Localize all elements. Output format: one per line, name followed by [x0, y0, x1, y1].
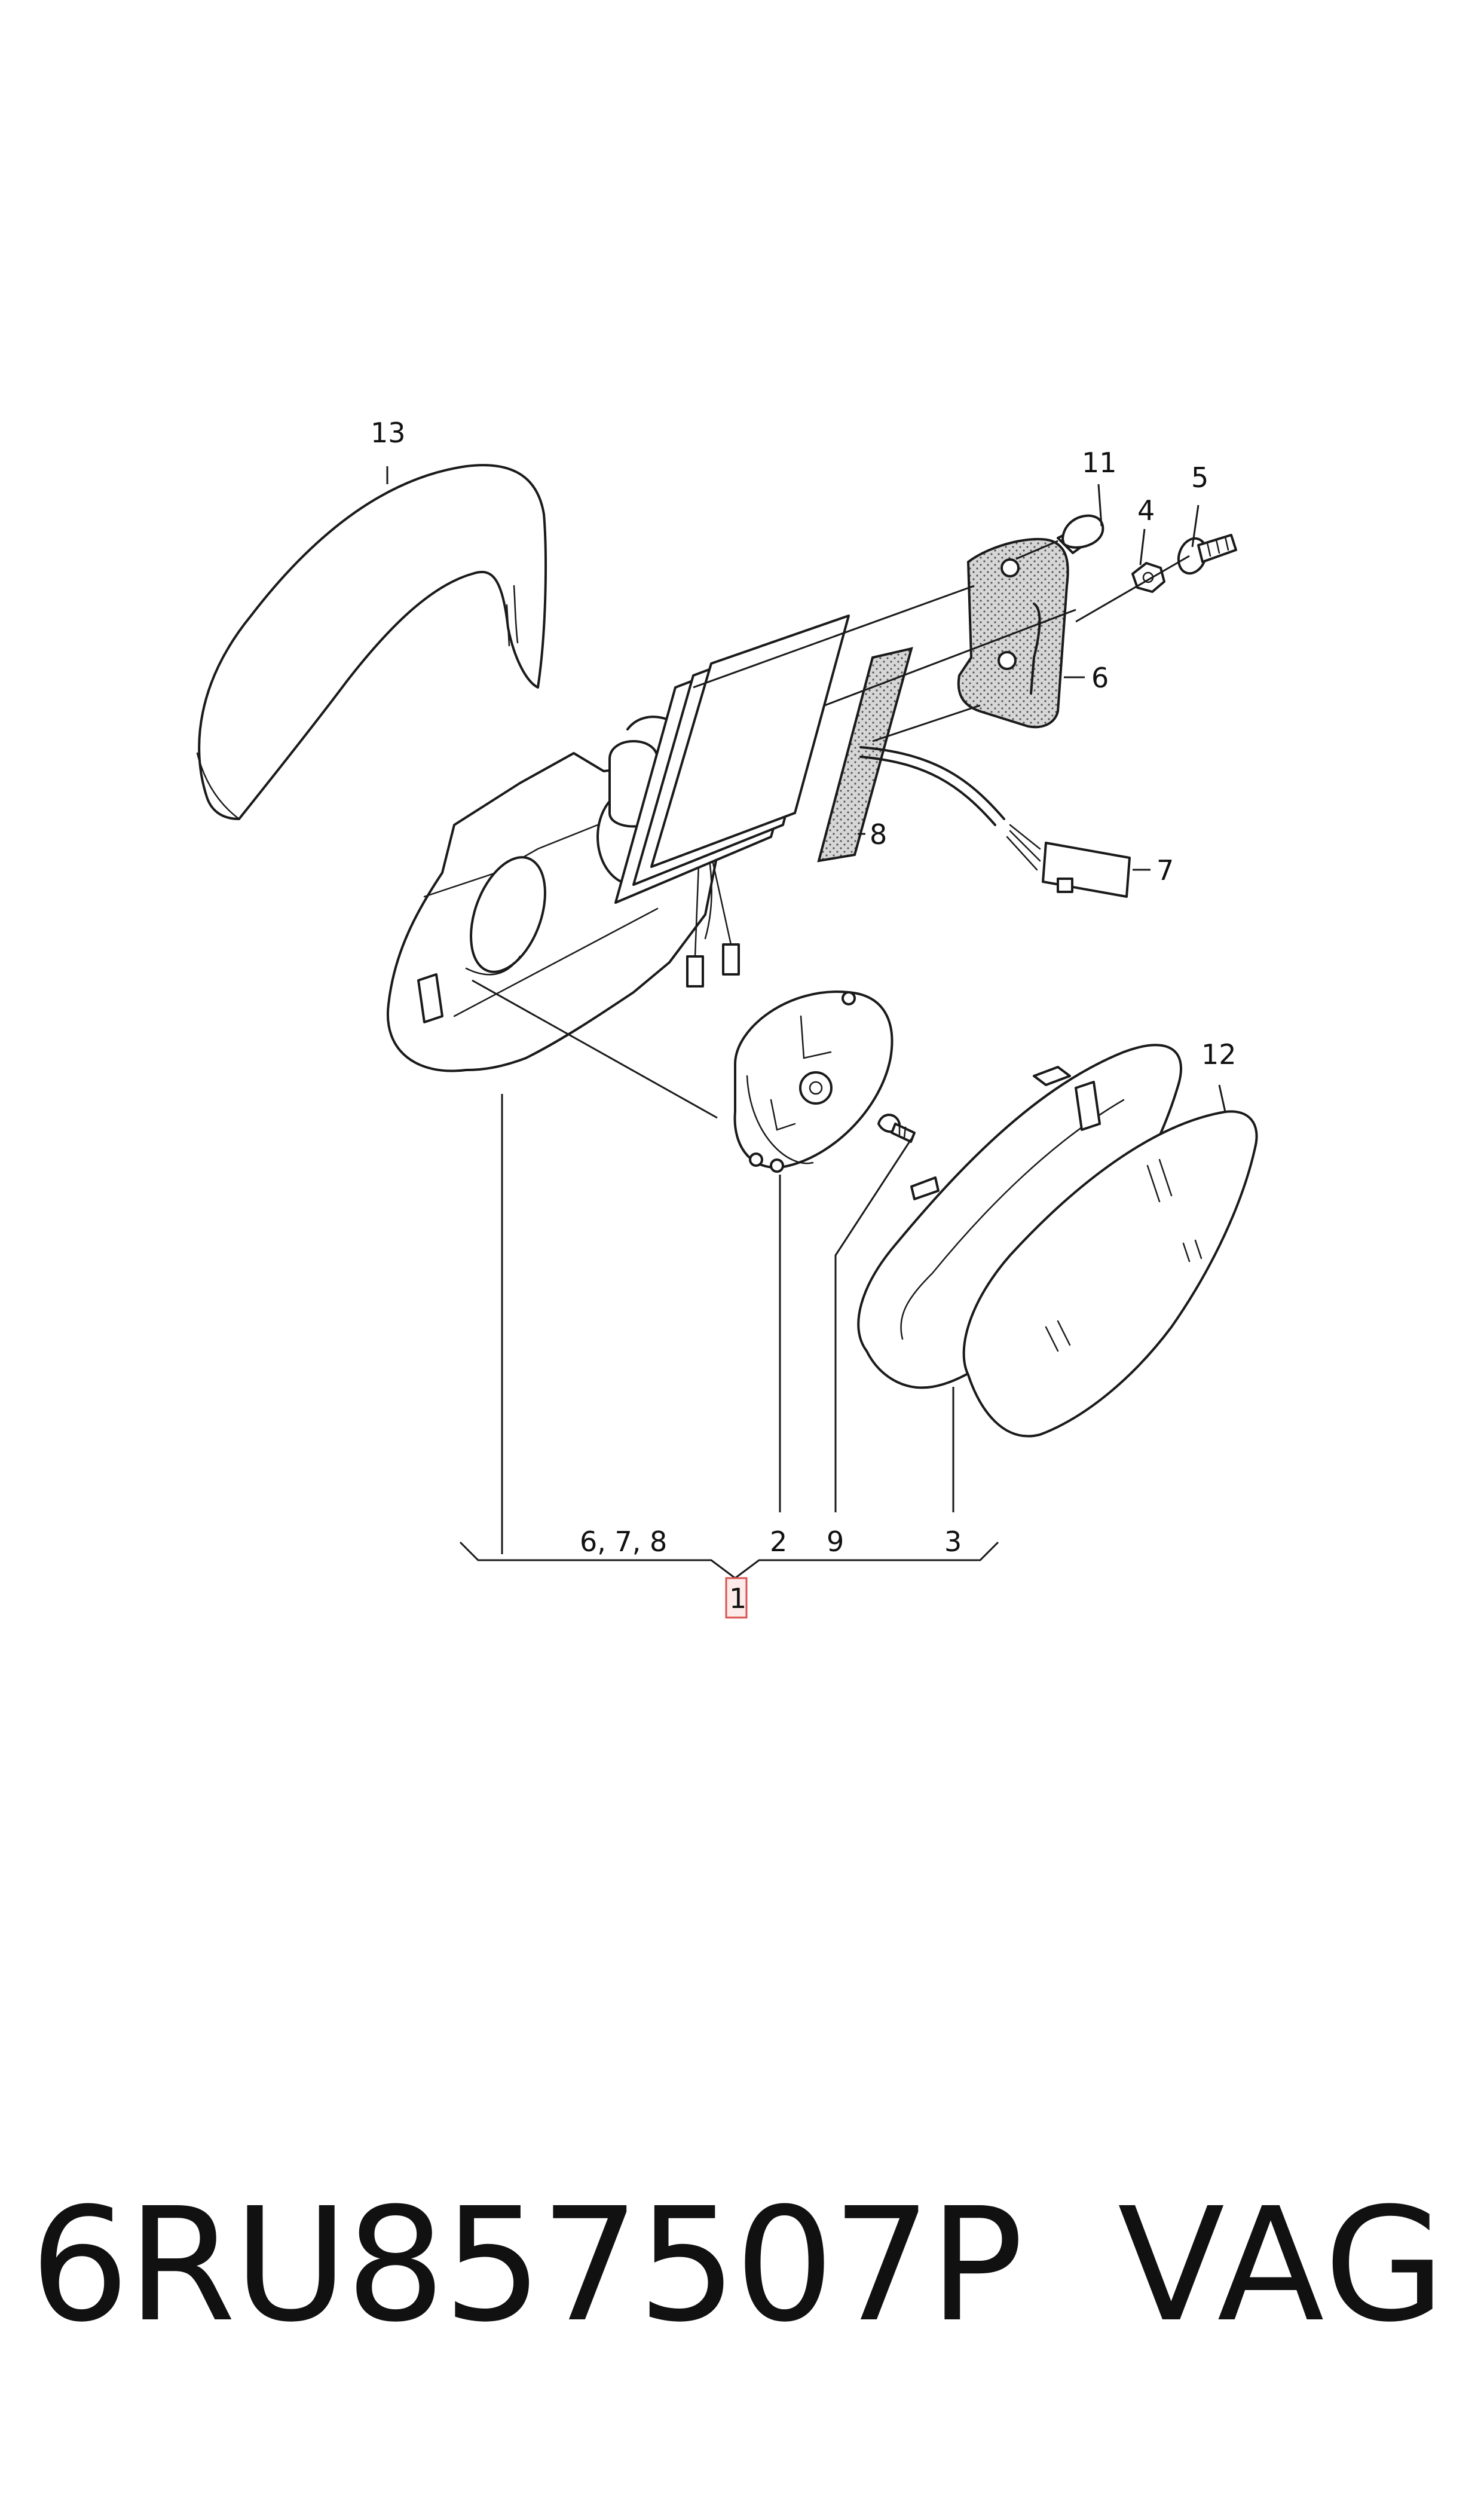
assembly-number-box — [725, 1577, 748, 1619]
callout-6-7-8: 6, 7, 8 — [580, 1526, 667, 1558]
glass-carrier — [857, 1044, 1182, 1389]
callout-9: 9 — [827, 1526, 844, 1558]
footer: 6RU857507P VAG — [0, 2176, 1484, 2355]
callout-4: 4 — [1137, 494, 1155, 527]
brand-name: VAG — [1118, 2174, 1448, 2356]
callout-13: 13 — [371, 417, 406, 449]
heating-strip — [817, 647, 913, 863]
nut-4 — [1131, 562, 1165, 593]
callout-3: 3 — [944, 1526, 962, 1558]
part-number: 6RU857507P — [30, 2174, 1024, 2356]
mirror-cap-cover — [196, 464, 547, 820]
callout-2: 2 — [770, 1526, 787, 1558]
callout-6: 6 — [1091, 662, 1109, 694]
callout-5: 5 — [1191, 461, 1208, 494]
mirror-heating-panes — [614, 615, 850, 904]
wiring-harness — [859, 746, 1131, 898]
mirror-glass — [962, 1110, 1258, 1438]
callout-11: 11 — [1082, 447, 1117, 479]
assembly-leaders — [693, 540, 1190, 707]
screw-9 — [877, 1114, 916, 1143]
callout-7: 7 — [1156, 854, 1174, 886]
screw-11 — [1057, 514, 1104, 554]
callout-leaders — [386, 466, 1226, 1554]
callout-8: 8 — [870, 818, 887, 851]
bolt-5 — [1177, 534, 1237, 575]
assembly-bracket — [459, 1541, 999, 1579]
mirror-actuator — [472, 979, 894, 1173]
retaining-plate — [872, 537, 1069, 742]
callout-12: 12 — [1201, 1038, 1237, 1071]
callout-1: 1 — [729, 1582, 746, 1615]
